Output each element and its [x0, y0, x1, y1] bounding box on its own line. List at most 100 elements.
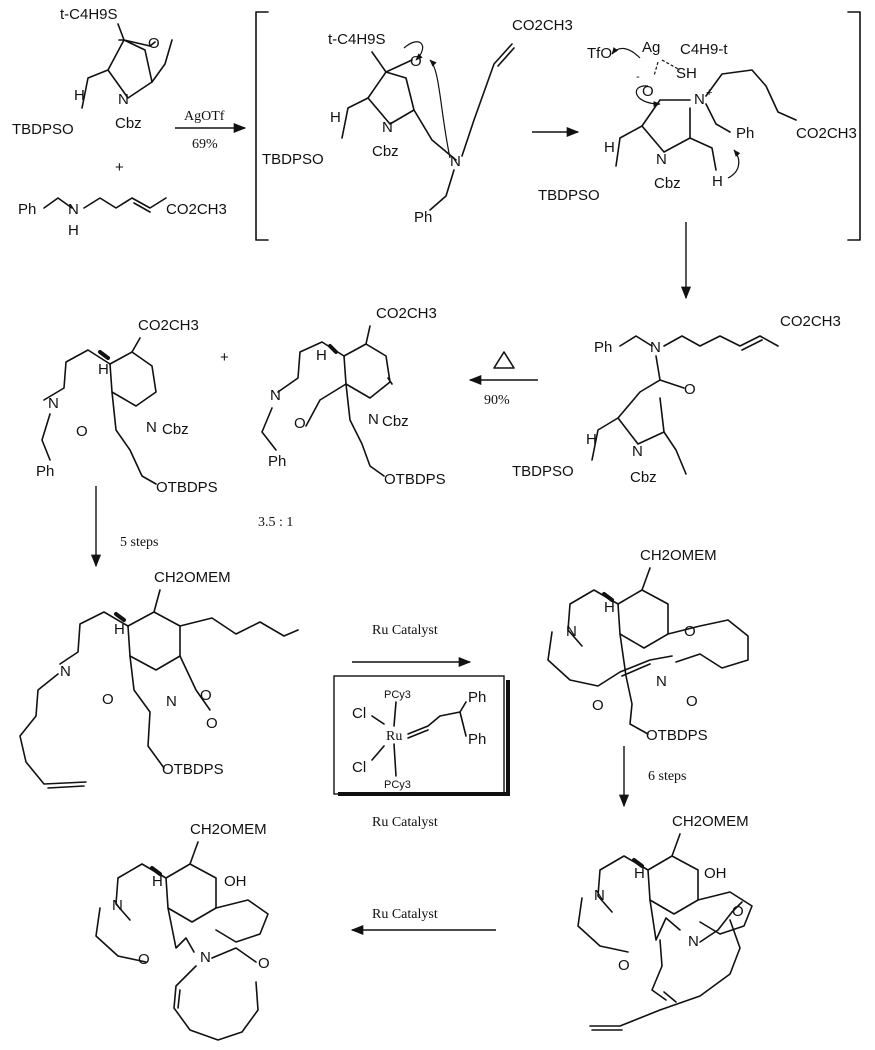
final-macrocycle-lactam-molecule: CH2OMEM H OH N O N O	[95, 821, 270, 1041]
h-label-6: H	[316, 347, 327, 364]
n-label-12: N	[566, 623, 577, 640]
tbdpso-label-4: TBDPSO	[512, 463, 574, 480]
n-label-14: N	[594, 887, 605, 904]
cbz-label-3: Cbz	[654, 175, 681, 192]
cl-label-1: Cl	[352, 705, 366, 722]
o-label-3: O	[642, 83, 654, 100]
plus-sign-2: +	[220, 349, 229, 366]
h-label-10: H	[634, 865, 645, 882]
ph-label-3: Ph	[736, 125, 754, 142]
intermediate-amine-thioester: t-C4H9S O H N Cbz TBDPSO N CO2CH3 Ph	[262, 17, 573, 226]
n-label-13: N	[656, 673, 667, 690]
carbonyl-o-label-9: O	[592, 697, 604, 714]
carbonyl-o-label-12: O	[138, 951, 150, 968]
cl-label-2: Cl	[352, 759, 366, 776]
carbonyl-o-label: O	[148, 35, 160, 52]
co2ch3-label-3: CO2CH3	[796, 125, 857, 142]
intermediate-acylammonium: TfO Ag C4H9-t SH O - N + H N Cbz TBDPSO …	[538, 39, 857, 204]
thioester-pyrrolidine-molecule: t-C4H9S O H N Cbz TBDPSO	[12, 6, 173, 138]
ru-label: Ru	[386, 729, 402, 744]
oxazolidinone-o-label: O	[200, 687, 212, 704]
n-label-3: N	[656, 151, 667, 168]
h-label-1: H	[74, 87, 85, 104]
ch2omem-label-4: CH2OMEM	[190, 821, 267, 838]
co2ch3-label-1: CO2CH3	[166, 201, 227, 218]
grubbs-catalyst-box: PCy3 Cl Ru Cl PCy3 Ph Ph	[333, 675, 510, 796]
n-label-11: N	[60, 663, 71, 680]
c4h9t-label: C4H9-t	[680, 41, 728, 58]
ph-label-6: Ph	[36, 463, 54, 480]
ph-label-4: Ph	[594, 339, 612, 356]
oh-label-2: OH	[224, 873, 247, 890]
n-plus-label: N	[694, 91, 705, 108]
tbdpso-label-1: TBDPSO	[12, 121, 74, 138]
otbdps-label-1: OTBDPS	[384, 471, 446, 488]
co2ch3-label-6: CO2CH3	[138, 317, 199, 334]
n-label-17: N	[200, 949, 211, 966]
nh-n-label: N	[68, 201, 79, 218]
pcy3-label-1: PCy3	[384, 689, 411, 701]
ph-label-1: Ph	[18, 201, 36, 218]
diene-alcohol-amide-molecule: CH2OMEM H OH N O N O	[577, 813, 753, 1031]
ag-label: Ag	[642, 39, 660, 56]
ru-catalyst-label-top: Ru Catalyst	[372, 623, 438, 638]
otbdps-label-3: OTBDPS	[162, 761, 224, 778]
six-steps-label: 6 steps	[648, 769, 687, 784]
co2ch3-label-4: CO2CH3	[780, 313, 841, 330]
n-label-5: N	[632, 443, 643, 460]
ph-label-7: Ph	[468, 689, 486, 706]
n-label-6: N	[270, 387, 281, 404]
tricyclic-isomer-minor: CO2CH3 H N O Ph N Cbz OTBDPS	[261, 305, 446, 488]
yield-69: 69%	[192, 137, 218, 152]
n-plus-charge: +	[706, 87, 712, 99]
tfo-label: TfO	[587, 45, 612, 62]
amide-diene-molecule: Ph N CO2CH3 O H N Cbz TBDPSO	[512, 313, 841, 486]
n-label-2: N	[382, 119, 393, 136]
ch2omem-label-1: CH2OMEM	[154, 569, 231, 586]
ch2omem-label-2: CH2OMEM	[640, 547, 717, 564]
ch2omem-label-3: CH2OMEM	[672, 813, 749, 830]
amide-o-label: O	[732, 903, 744, 920]
ru-catalyst-label-box: Ru Catalyst	[372, 815, 438, 830]
sh-label: SH	[676, 65, 697, 82]
cbz-label-4: Cbz	[630, 469, 657, 486]
bracket-left	[255, 11, 269, 241]
oh-label-1: OH	[704, 865, 727, 882]
yield-90: 90%	[484, 393, 510, 408]
plus-sign-1: +	[115, 159, 124, 176]
n-label-10: N	[166, 693, 177, 710]
otbdps-label-4: OTBDPS	[646, 727, 708, 744]
cbz-label-6: Cbz	[162, 421, 189, 438]
bracket-right	[847, 11, 861, 241]
cbz-label-5: Cbz	[382, 413, 409, 430]
h-label-7: H	[98, 361, 109, 378]
n-label-9: N	[146, 419, 157, 436]
tbdpso-label-2: TBDPSO	[262, 151, 324, 168]
h-label-4: H	[712, 173, 723, 190]
carbonyl-o-label-6: O	[76, 423, 88, 440]
tbu-s-label-2: t-C4H9S	[328, 31, 386, 48]
carbonyl-o-label-2: O	[410, 53, 422, 70]
carbonyl-o-label-8: O	[102, 691, 114, 708]
lactam-o-label: O	[258, 955, 270, 972]
tbu-s-label: t-C4H9S	[60, 6, 118, 23]
h-label-11: H	[152, 873, 163, 890]
o-minus-label: -	[636, 71, 640, 83]
otbdps-label-2: OTBDPS	[156, 479, 218, 496]
ru-catalyst-label-bottom: Ru Catalyst	[372, 907, 438, 922]
h-label-8: H	[114, 621, 125, 638]
nh-h-label: H	[68, 222, 79, 239]
n-label-amine: N	[450, 153, 461, 170]
five-steps-label: 5 steps	[120, 535, 159, 550]
carbonyl-o-label-7: O	[206, 715, 218, 732]
h-label-2: H	[330, 109, 341, 126]
isomer-ratio: 3.5 : 1	[258, 515, 293, 530]
carbonyl-o-label-11: O	[618, 957, 630, 974]
co2ch3-label-2: CO2CH3	[512, 17, 573, 34]
benzyl-amine-ester-molecule: Ph N H CO2CH3	[18, 197, 227, 239]
reagent-agotf: AgOTf	[184, 109, 225, 124]
cbz-label-1: Cbz	[115, 115, 142, 132]
cbz-label-2: Cbz	[372, 143, 399, 160]
h-label-9: H	[604, 599, 615, 616]
